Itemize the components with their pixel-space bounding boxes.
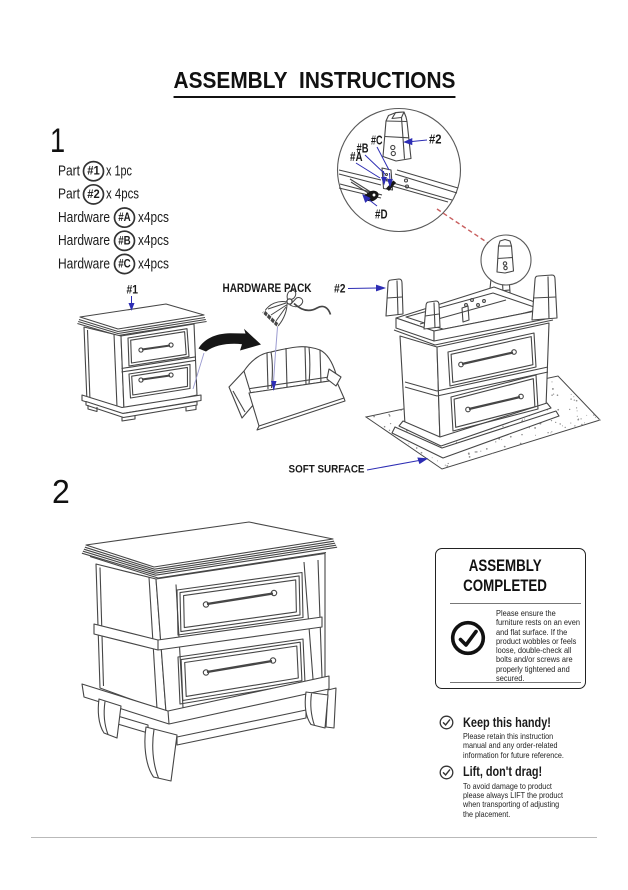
svg-text:SOFT SURFACE: SOFT SURFACE: [289, 464, 365, 476]
svg-text:#2: #2: [334, 282, 346, 296]
svg-text:x4pcs: x4pcs: [138, 256, 169, 272]
svg-text:#A: #A: [118, 210, 131, 224]
svg-text:x4pcs: x4pcs: [138, 210, 169, 226]
svg-text:#A: #A: [350, 150, 363, 164]
svg-text:Part: Part: [58, 187, 80, 203]
svg-text:#C: #C: [118, 257, 131, 271]
svg-text:HARDWARE PACK: HARDWARE PACK: [223, 281, 312, 295]
svg-text:#B: #B: [357, 142, 369, 156]
svg-text:#D: #D: [375, 208, 388, 222]
svg-text:x4pcs: x4pcs: [138, 233, 169, 249]
svg-text:Part: Part: [58, 164, 80, 180]
svg-text:x 4pcs: x 4pcs: [106, 187, 139, 203]
svg-text:#2: #2: [429, 133, 442, 147]
svg-text:#B: #B: [118, 233, 131, 247]
svg-text:#1: #1: [87, 164, 100, 178]
svg-text:Hardware: Hardware: [58, 210, 110, 226]
svg-text:#C: #C: [371, 134, 383, 148]
svg-text:Hardware: Hardware: [58, 256, 110, 272]
svg-text:#2: #2: [87, 187, 100, 201]
svg-text:Hardware: Hardware: [58, 233, 110, 249]
svg-text:#1: #1: [127, 283, 139, 297]
svg-text:x 1pc: x 1pc: [106, 164, 132, 180]
